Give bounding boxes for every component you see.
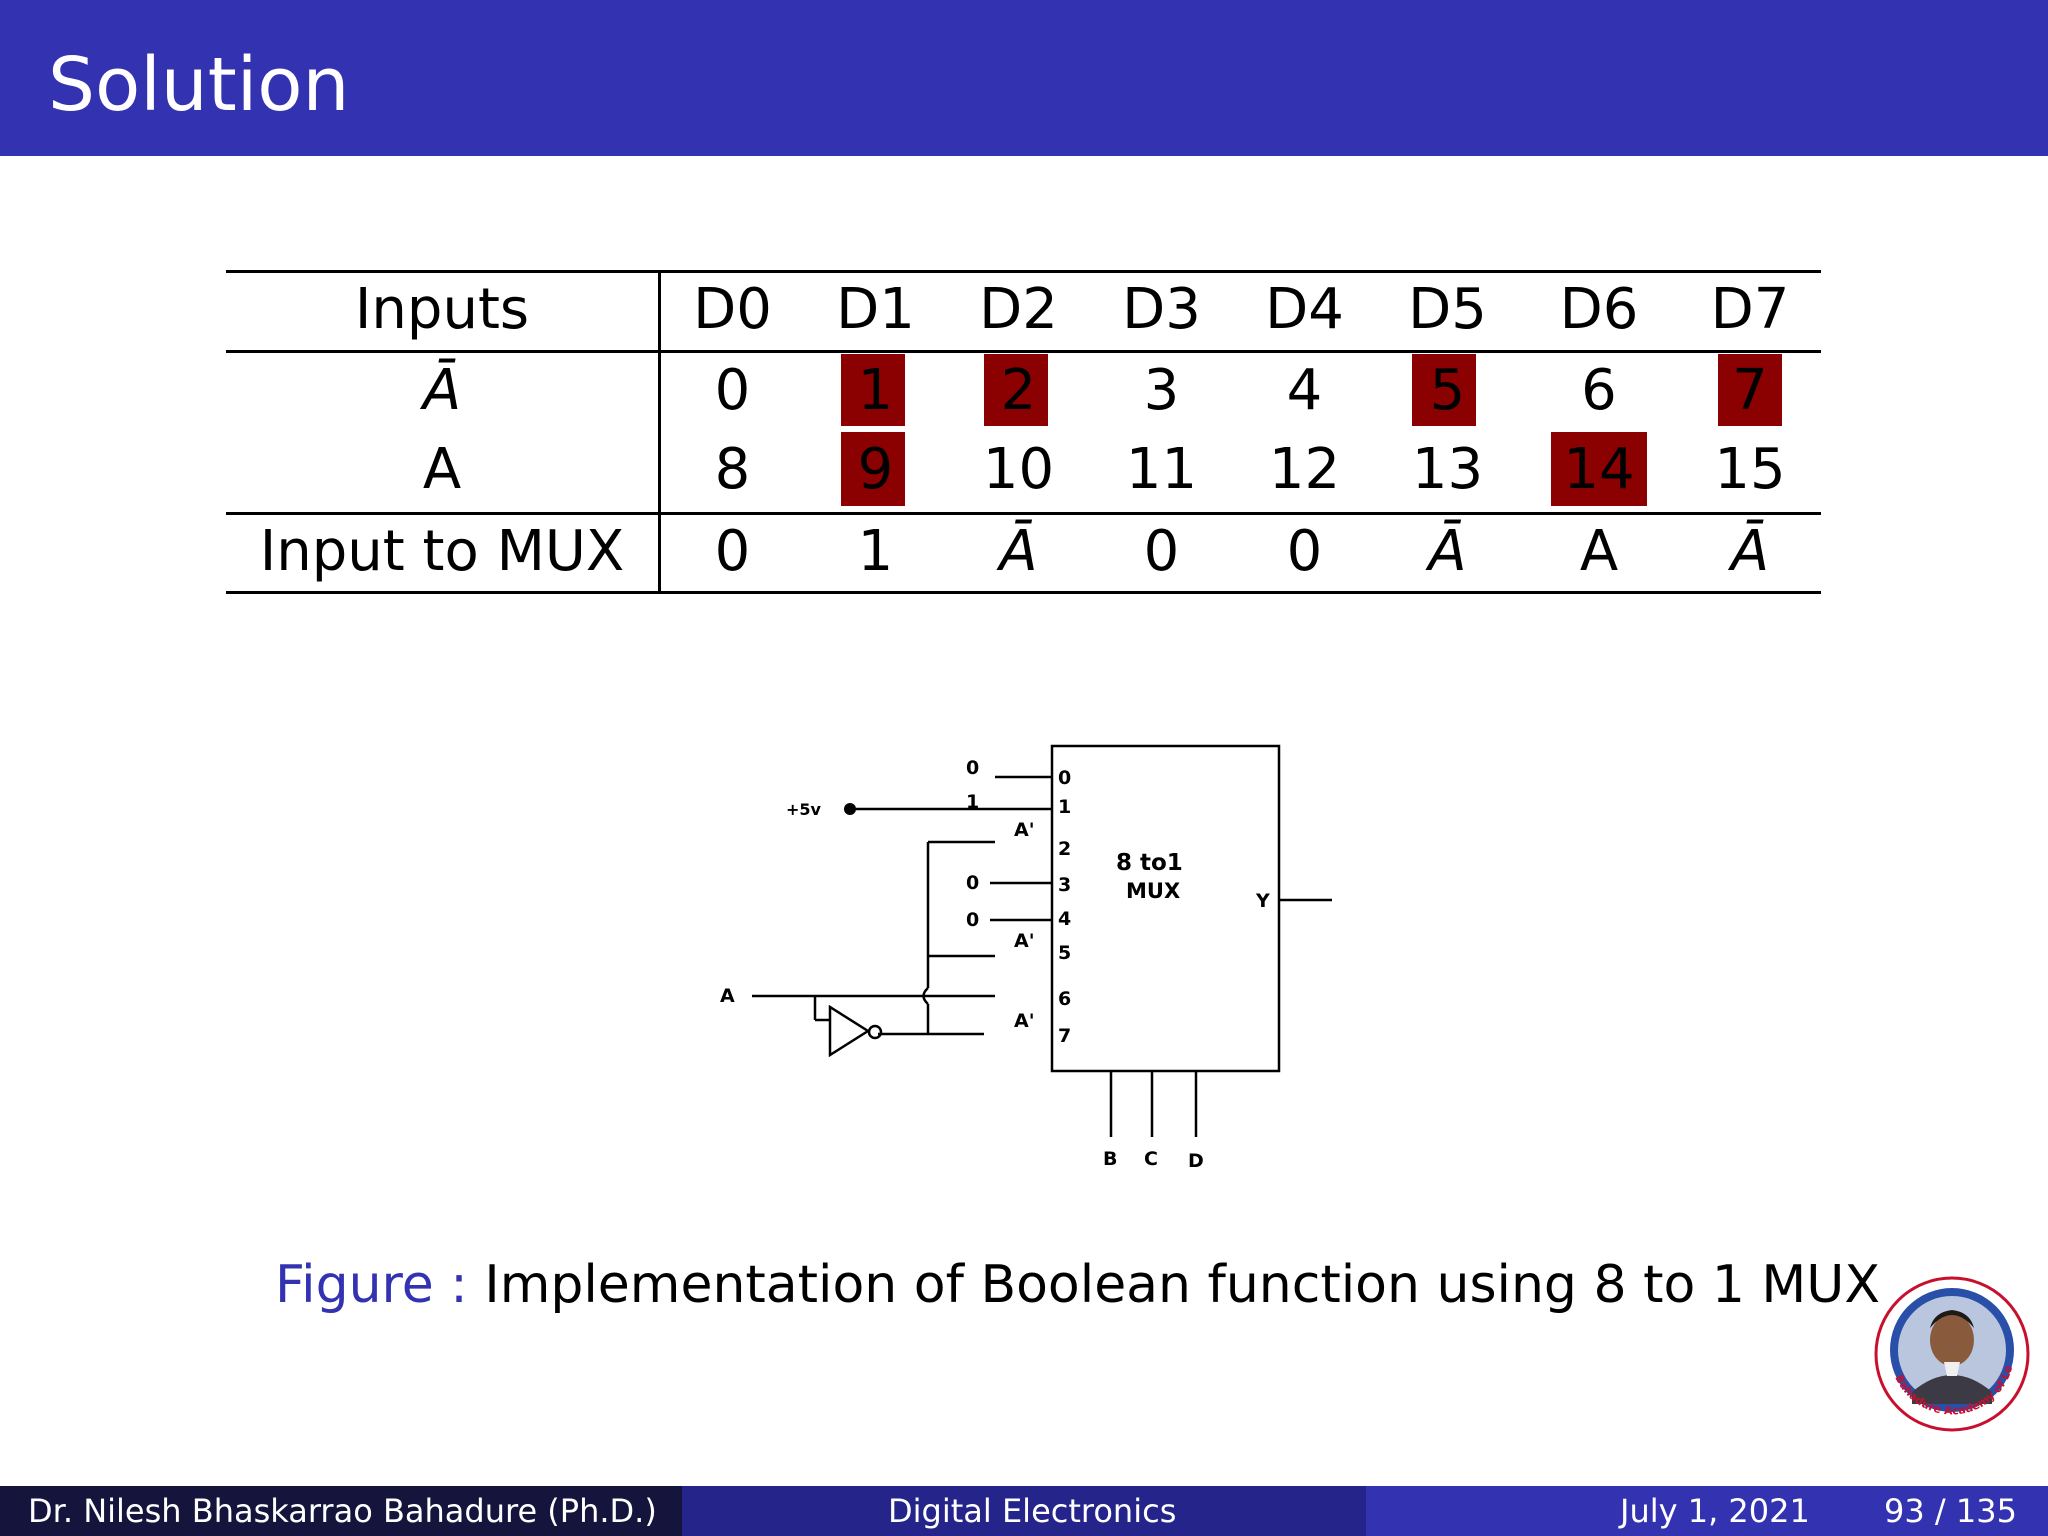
table-cell: 11 [1125,437,1198,502]
footer-bar: Dr. Nilesh Bhaskarrao Bahadure (Ph.D.) D… [0,1486,2048,1536]
table-cell: 4 [1286,358,1323,423]
table-cell: 6 [1581,358,1617,423]
column-header-d4: D4 [1265,277,1344,342]
figure-caption-text: Implementation of Boolean function using… [484,1255,1880,1315]
pin-label: 3 [1058,874,1071,896]
footer-course: Digital Electronics [888,1492,1177,1530]
slide-title: Solution [48,42,350,128]
column-header-d1: D1 [836,277,915,342]
table-rule-vertical [658,270,661,594]
input-a-label: A [720,985,735,1007]
highlight-minterm-1 [841,354,905,426]
table-cell: 0 [1286,519,1323,584]
row-label-a: A [422,437,462,502]
table-cell: 2 [1000,358,1037,423]
row-label-input-to-mux: Input to MUX [259,519,625,584]
highlight-minterm-14 [1551,432,1647,506]
footer-author: Dr. Nilesh Bhaskarrao Bahadure (Ph.D.) [28,1492,657,1530]
supply-label: +5v [786,800,822,819]
pin-label: 0 [1058,767,1071,789]
footer-date: July 1, 2021 [1620,1492,1810,1530]
mux-circuit-diagram: +5v A 0 1 0 0 A' A' A' 0 1 2 3 4 5 6 7 8… [700,730,1350,1184]
pin-label: 2 [1058,838,1071,860]
column-header-d7: D7 [1710,277,1790,342]
footer-date-section: July 1, 2021 93 / 135 [1366,1486,2048,1536]
complement-label: A' [1014,930,1035,952]
mux-block-title: 8 to1 [1116,850,1183,876]
line-value: 1 [966,791,979,813]
table-cell: 10 [982,437,1055,502]
figure-label: Figure : [275,1255,468,1315]
table-rule-mid [226,512,1821,515]
table-rule-top [226,270,1821,273]
select-label: D [1188,1150,1204,1172]
table-cell: Ā [1428,519,1467,584]
table-rule-bottom [226,591,1821,594]
table-cell: 5 [1429,358,1466,423]
footer-page-number: 93 / 135 [1884,1492,2017,1530]
table-cell: 9 [857,437,894,502]
table-cell: 14 [1563,437,1635,502]
select-label: C [1144,1148,1158,1170]
highlight-minterm-5 [1412,354,1476,426]
pin-label: 4 [1058,908,1071,930]
table-cell: 15 [1714,437,1786,502]
title-bar: Solution [0,0,2048,156]
footer-course-section: Digital Electronics [682,1486,1366,1536]
line-value: 0 [966,909,979,931]
column-header-d0: D0 [693,277,772,342]
table-cell: 7 [1732,358,1768,423]
complement-label: A' [1014,1010,1035,1032]
figure-caption: Figure : Implementation of Boolean funct… [275,1255,1880,1315]
table-cell: 1 [857,358,894,423]
highlight-minterm-2 [984,354,1048,426]
pin-label: 6 [1058,988,1071,1010]
table-corner-header: Inputs [354,277,530,342]
highlight-minterm-9 [841,432,905,506]
table-cell: 12 [1268,437,1341,502]
table-cell: 13 [1411,437,1484,502]
pin-label: 1 [1058,796,1071,818]
mux-block [1050,744,1281,1073]
table-cell: Ā [1730,519,1770,584]
column-header-d3: D3 [1122,277,1201,342]
column-header-d6: D6 [1559,277,1639,342]
table-cell: 3 [1143,358,1180,423]
mux-block-subtitle: MUX [1126,879,1180,903]
table-cell: A [1579,519,1619,584]
table-rule-header [226,350,1821,353]
table-cell: 1 [857,519,894,584]
table-cell: 0 [1143,519,1180,584]
implementation-table: Inputs D0 D1 D2 D3 D4 D5 D6 D7 Ā 0 1 2 3… [226,270,1821,594]
row-label-a-bar: Ā [422,358,462,423]
table-cell: Ā [999,519,1038,584]
output-y-label: Y [1255,890,1270,912]
pin-label: 5 [1058,942,1071,964]
table-cell: 0 [714,519,751,584]
line-value: 0 [966,757,979,779]
highlight-minterm-7 [1718,354,1782,426]
column-header-d2: D2 [979,277,1058,342]
pin-label: 7 [1058,1025,1071,1047]
line-value: 0 [966,872,979,894]
table-cell: 0 [714,358,751,423]
complement-label: A' [1014,819,1035,841]
footer-author-section: Dr. Nilesh Bhaskarrao Bahadure (Ph.D.) [0,1486,682,1536]
column-header-d5: D5 [1408,277,1487,342]
table-cell: 8 [714,437,751,502]
select-label: B [1103,1148,1117,1170]
academy-logo: Bahadure Academy of Learning [1868,1264,2032,1434]
